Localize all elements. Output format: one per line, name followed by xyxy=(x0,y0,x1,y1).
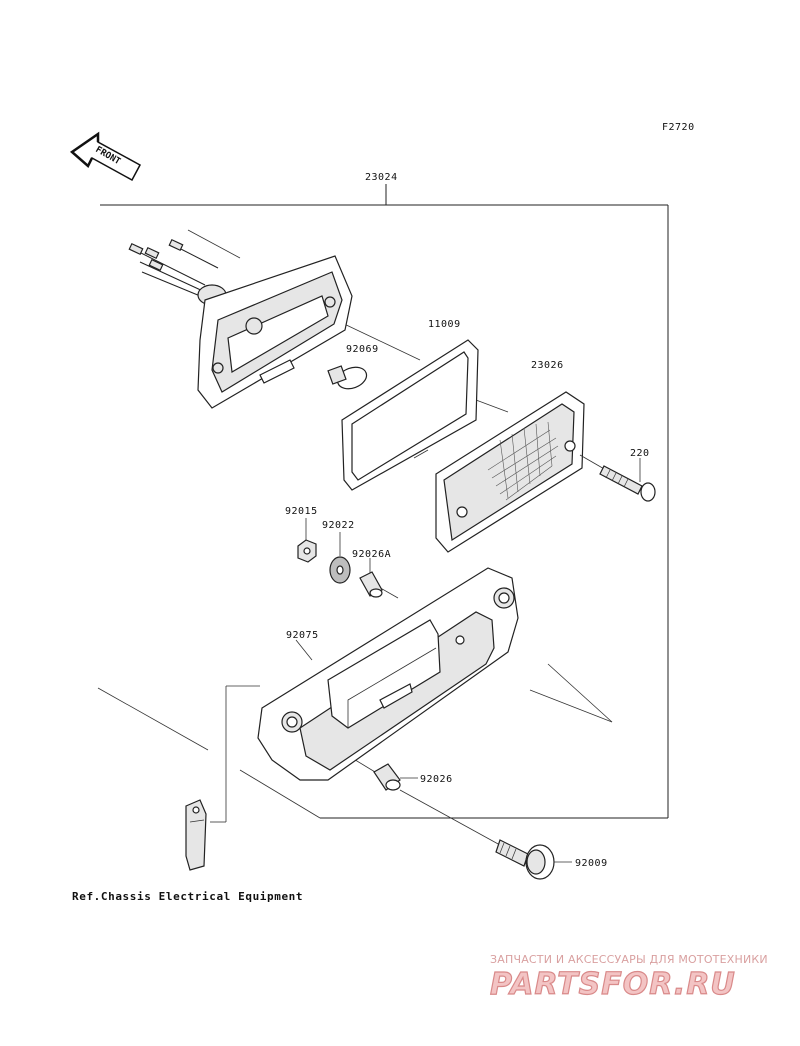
figure-code: F2720 xyxy=(662,122,695,133)
label-23024: 23024 xyxy=(365,172,398,183)
case xyxy=(257,567,519,781)
label-92026a: 92026A xyxy=(352,549,391,560)
gasket xyxy=(341,339,479,491)
label-92075: 92075 xyxy=(286,630,319,641)
label-92009: 92009 xyxy=(575,858,608,869)
label-92069: 92069 xyxy=(346,344,379,355)
lamp-housing xyxy=(128,238,353,409)
front-arrow-icon: FRONT xyxy=(69,131,142,182)
collar-92026a xyxy=(359,558,383,598)
lens xyxy=(435,391,585,553)
label-92026: 92026 xyxy=(420,774,453,785)
assembly-bracket xyxy=(100,184,669,819)
screw-220 xyxy=(579,454,656,502)
connector xyxy=(185,799,207,871)
washer xyxy=(329,532,351,584)
watermark-brand: PARTSFOR.RU xyxy=(490,967,736,1002)
bulb xyxy=(327,365,368,390)
label-11009: 11009 xyxy=(428,319,461,330)
collar-92026 xyxy=(373,763,418,791)
reference-note: Ref.Chassis Electrical Equipment xyxy=(72,890,303,903)
label-92015: 92015 xyxy=(285,506,318,517)
nut xyxy=(297,518,317,563)
watermark-tagline: ЗАПЧАСТИ И АКСЕССУАРЫ ДЛЯ МОТОТЕХНИКИ xyxy=(490,953,768,966)
label-92022: 92022 xyxy=(322,520,355,531)
label-220: 220 xyxy=(630,448,650,459)
bolt xyxy=(495,839,572,880)
label-23026: 23026 xyxy=(531,360,564,371)
